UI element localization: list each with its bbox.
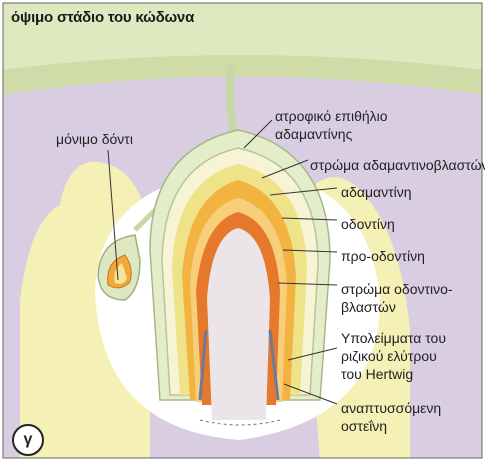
pulp: [207, 228, 270, 420]
label-reduced-epithelium-line2: αδαμαντίνης: [275, 126, 352, 143]
label-hertwig-line2: ριζικού ελύτρου: [341, 348, 437, 365]
label-hertwig-line1: Υπολείμματα του: [341, 330, 446, 347]
label-cementum-line2: οστεΐνη: [341, 418, 387, 435]
label-reduced-epithelium-line1: ατροφικό επιθήλιο: [275, 108, 388, 125]
diagram-title: όψιμο στάδιο του κώδωνα: [11, 9, 194, 26]
label-enamel: αδαμαντίνη: [341, 184, 412, 201]
label-cementum-line1: αναπτυσσόμενη: [341, 400, 441, 417]
label-permanent-tooth: μόνιμο δόντι: [56, 131, 133, 148]
label-hertwig-line3: του Hertwig: [341, 366, 413, 383]
label-predentin: προ-οδοντίνη: [341, 248, 425, 265]
panel-letter-badge: γ: [12, 424, 44, 456]
label-dentin: οδοντίνη: [341, 216, 395, 233]
label-odontoblast-layer-line1: στρώμα οδοντινο-: [341, 281, 453, 298]
label-ameloblast-layer: στρώμα αδαμαντινοβλαστών: [310, 157, 485, 174]
label-odontoblast-layer-line2: βλαστών: [341, 299, 396, 316]
